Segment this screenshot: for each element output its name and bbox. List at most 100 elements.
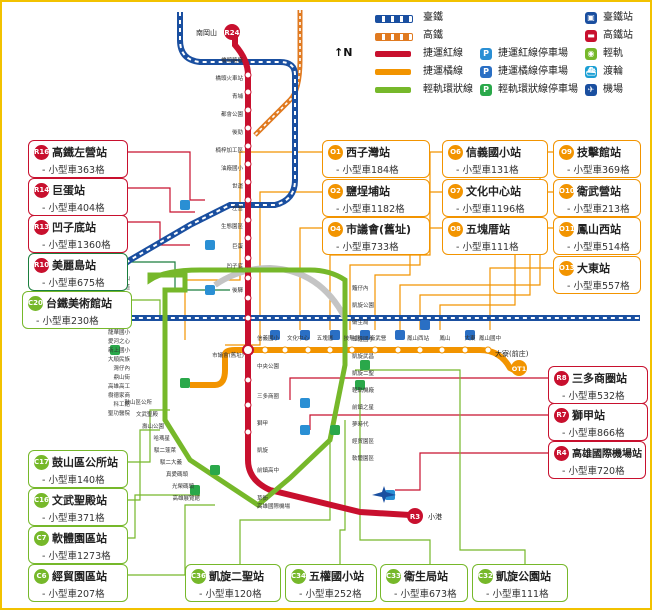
station-name: 高雄國際機場站 xyxy=(572,449,642,460)
lrt-stop-label: 凱旋武昌 xyxy=(352,352,374,360)
station-code: C6 xyxy=(34,569,49,584)
orange-stop-label: 鳳山 xyxy=(439,334,450,342)
north-label: N xyxy=(343,46,353,59)
station-capacity: - 小型車184格 xyxy=(336,165,399,176)
terminus-r3 xyxy=(407,508,423,524)
station-capacity: - 小型車404格 xyxy=(42,203,105,214)
legend-lrt-parking-label: 輕軌環狀線停車場 xyxy=(498,84,578,95)
terminus-ot1-code: OT1 xyxy=(512,365,527,373)
station-capacity: - 小型車557格 xyxy=(567,281,630,292)
red-stop-label: 橋頭糖廠 xyxy=(221,56,244,64)
red-stop-label: 凱旋 xyxy=(257,446,269,454)
lrt-stop-label: 高雄展覽館 xyxy=(172,494,200,502)
lrt-stop-label: 經貿園區 xyxy=(352,437,375,445)
parking-icon: P xyxy=(480,66,492,78)
station-name: 三多商圈站 xyxy=(572,372,627,385)
lrt-stop-label: 樹德家商 xyxy=(108,391,131,399)
station-capacity: - 小型車213格 xyxy=(567,204,630,215)
station-code: R13 xyxy=(34,220,49,235)
station-capacity: - 小型車369格 xyxy=(567,165,630,176)
station-code: O8 xyxy=(448,222,463,237)
lrt-stop-label: 壽山公園 xyxy=(142,422,165,430)
parking-icon: P xyxy=(480,84,492,96)
station-capacity: - 小型車514格 xyxy=(567,242,630,253)
orange-stop-label: 信義國小 xyxy=(257,334,280,342)
red-stop-label: 青埔 xyxy=(232,92,244,100)
station-name: 文武聖殿站 xyxy=(52,494,107,507)
red-stop-label: 油廠國小 xyxy=(221,164,244,172)
legend-red-parking-label: 捷運紅線停車場 xyxy=(498,48,568,59)
station-name: 凱旋公園站 xyxy=(496,570,551,583)
legend-tra-station-label: 臺鐵站 xyxy=(603,12,633,23)
station-capacity: - 小型車131格 xyxy=(456,165,519,176)
station-code: C36 xyxy=(191,569,206,584)
lrt-stop-label: 科工館 xyxy=(113,400,130,408)
terminus-r24-label: 南岡山 xyxy=(196,28,217,37)
station-code: C7 xyxy=(34,531,49,546)
red-stop-label: 三多商圈 xyxy=(257,392,280,400)
station-name: 衛武營站 xyxy=(577,185,621,198)
red-stop-label: 高雄國際機場 xyxy=(257,502,291,510)
lrt-stop-label: 灣仔內 xyxy=(113,364,130,372)
station-name: 市議會(舊址) xyxy=(346,223,412,236)
orange-stop-label: 大東 xyxy=(464,334,476,342)
red-stop-label: 後勁 xyxy=(232,128,244,136)
tra-line xyxy=(107,12,640,321)
terminus-r3-label: 小港 xyxy=(428,512,442,521)
hsr-icon: ▬ xyxy=(585,30,597,42)
legend-lrt-label: 輕軌環狀線 xyxy=(423,84,473,95)
lrt-stop-label: 鼎山街 xyxy=(113,373,130,381)
lrt-stop-label: 五權國小 xyxy=(352,335,375,343)
legend-orange-parking-label: 捷運橘線停車場 xyxy=(498,66,568,77)
legend-hsr-station-label: 高鐵站 xyxy=(603,30,633,41)
terminus-r24 xyxy=(224,24,240,40)
station-code: R16 xyxy=(34,145,49,160)
station-name: 經貿園區站 xyxy=(52,570,107,583)
north-arrow: ↑N xyxy=(334,46,353,59)
legend-red-label: 捷運紅線 xyxy=(423,48,463,59)
station-code: R4 xyxy=(554,446,569,461)
station-capacity: - 小型車111格 xyxy=(456,242,519,253)
legend-hsr-label: 高鐵 xyxy=(423,30,443,41)
station-code: O6 xyxy=(448,145,463,160)
station-name: 凱旋二聖站 xyxy=(209,570,264,583)
station-code: C33 xyxy=(386,569,401,584)
airplane-icon: ✈ xyxy=(585,84,597,96)
legend-airport-label: 機場 xyxy=(603,84,623,95)
lrt-stop-label: 高雄高工 xyxy=(108,382,131,390)
station-name: 文化中心站 xyxy=(466,185,521,198)
station-capacity: - 小型車866格 xyxy=(562,428,625,439)
station-capacity: - 小型車733格 xyxy=(336,242,399,253)
station-code: O10 xyxy=(559,184,575,199)
lrt-stop-label: 文武聖殿 xyxy=(136,410,159,418)
station-name: 高鐵左營站 xyxy=(52,146,107,159)
legend-ferry-label: 渡輪 xyxy=(603,66,623,77)
